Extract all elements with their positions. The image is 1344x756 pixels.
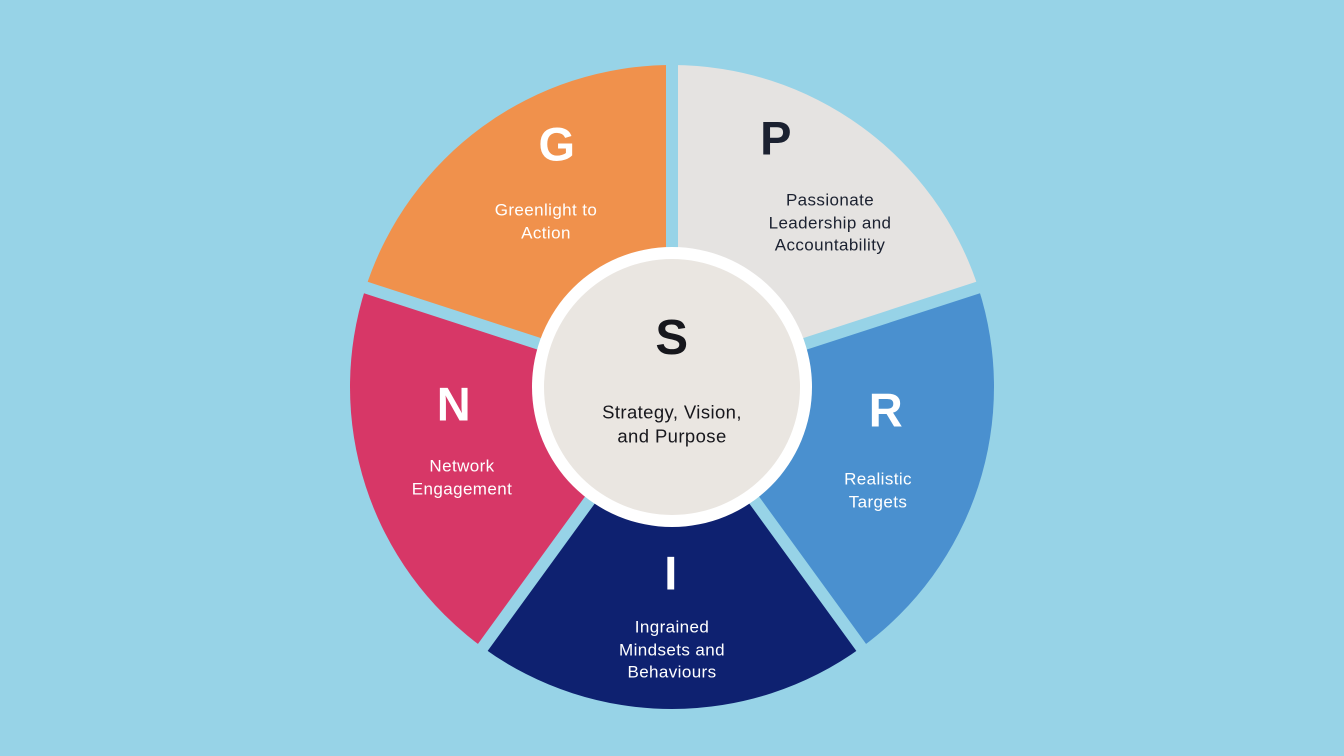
segment-ingrained-mindsets (482, 387, 862, 709)
center-circle (544, 259, 800, 515)
